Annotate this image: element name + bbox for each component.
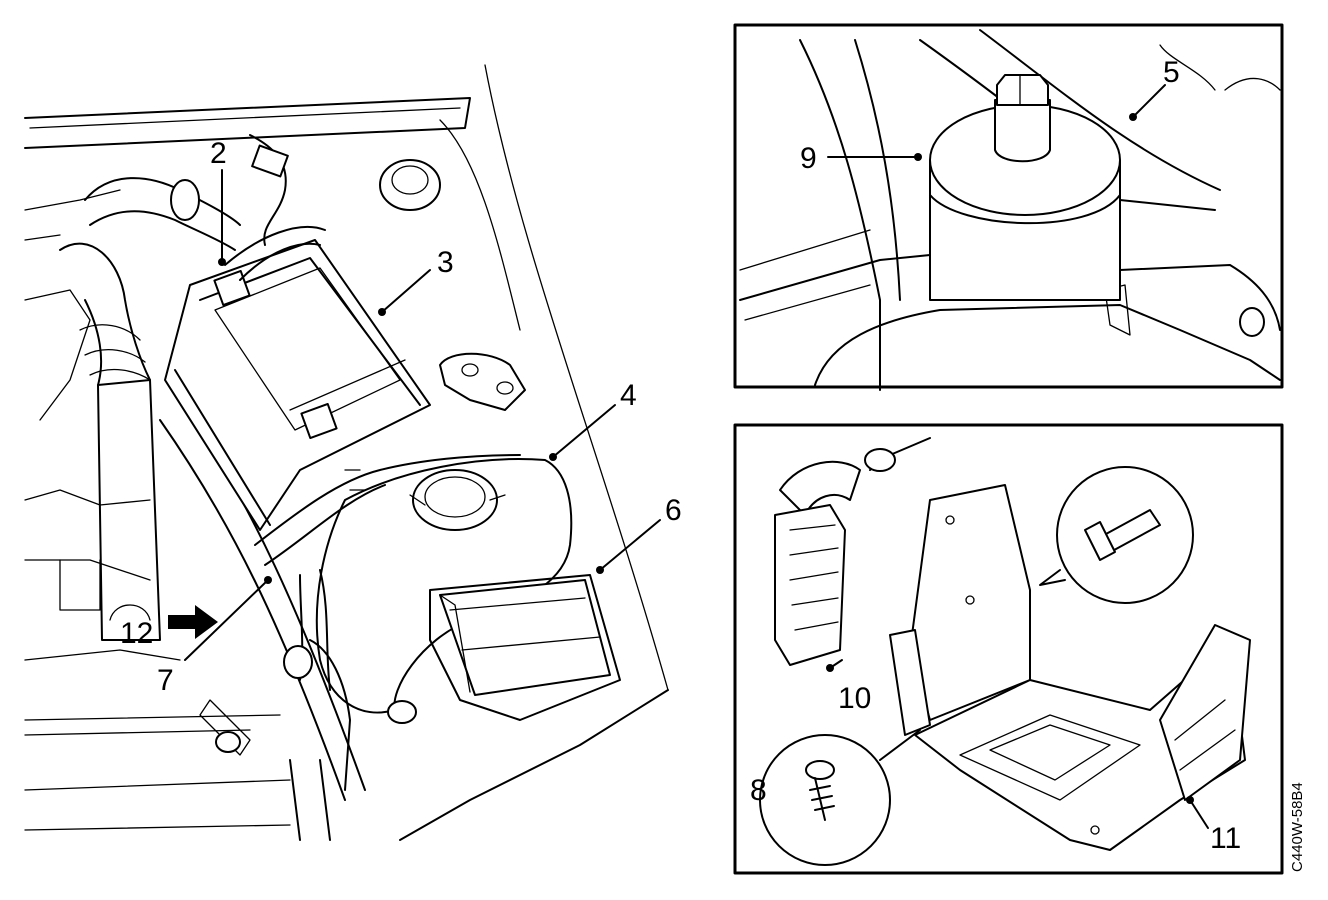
- leader-lines-main: [184, 169, 661, 661]
- callout-9: 9: [800, 142, 817, 175]
- callout-2: 2: [210, 137, 227, 170]
- arrow-right-icon: [168, 605, 218, 639]
- callout-11: 11: [1210, 822, 1241, 855]
- screw-detail: [759, 729, 921, 866]
- callout-4: 4: [620, 379, 637, 412]
- bolt-detail: [1039, 466, 1194, 604]
- control-module: [429, 574, 621, 721]
- callout-8: 8: [750, 774, 767, 807]
- inset-bracket-view: [733, 423, 1284, 875]
- battery-tray: [889, 484, 1251, 851]
- filter-canister: [929, 74, 1121, 301]
- leader-lines-inset-top: [827, 84, 1166, 161]
- callout-7: 7: [157, 664, 174, 697]
- callout-3: 3: [437, 246, 454, 279]
- battery: [164, 225, 431, 531]
- callout-5: 5: [1163, 56, 1180, 89]
- inset-filter-view: [733, 23, 1284, 391]
- callout-labels: 2 3 4 5 6 7 8 9 10 11 12: [120, 56, 1241, 855]
- callout-6: 6: [665, 494, 682, 527]
- callout-12: 12: [120, 617, 153, 650]
- engine-bay-view: [24, 64, 669, 841]
- figure-code: C440W-58B4: [1289, 782, 1306, 872]
- callout-10: 10: [838, 682, 871, 715]
